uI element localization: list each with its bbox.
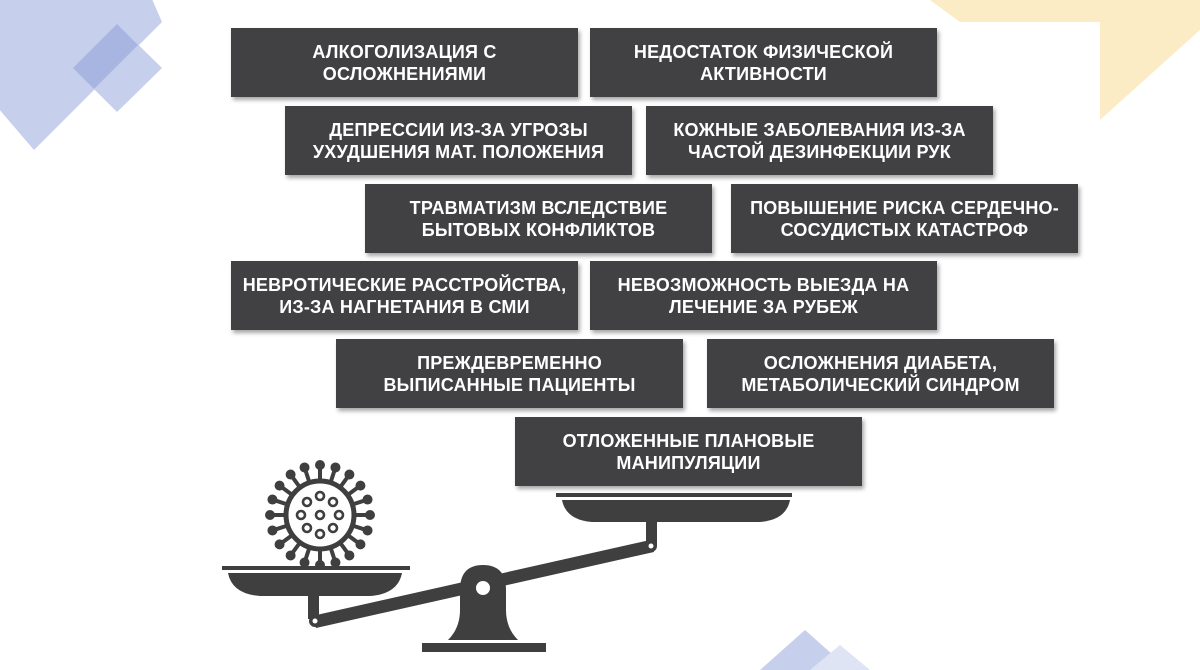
factor-text: АЛКОГОЛИЗАЦИЯ С	[312, 41, 497, 62]
virus-spike-tip	[267, 525, 278, 536]
factor-text: ИЗ-ЗА НАГНЕТАНИЯ В СМИ	[279, 296, 530, 317]
factor-text: АКТИВНОСТИ	[700, 63, 827, 84]
factor-text: УХУДШЕНИЯ МАТ. ПОЛОЖЕНИЯ	[312, 141, 605, 162]
factor-text: ВЫПИСАННЫЕ ПАЦИЕНТЫ	[383, 374, 636, 395]
virus-spike-tip	[344, 469, 355, 480]
virus-spike-tip	[330, 462, 341, 473]
factor-text: ОТЛОЖЕННЫЕ ПЛАНОВЫЕ	[562, 430, 815, 451]
factor-text: БЫТОВЫХ КОНФЛИКТОВ	[421, 219, 656, 240]
virus-spike-tip	[355, 480, 366, 491]
factor-box-7: НЕВРОТИЧЕСКИЕ РАССТРОЙСТВА,ИЗ-ЗА НАГНЕТА…	[231, 261, 578, 330]
factor-box-6: ПОВЫШЕНИЕ РИСКА СЕРДЕЧНО-СОСУДИСТЫХ КАТА…	[731, 184, 1078, 253]
virus-spike-tip	[299, 462, 310, 473]
factor-text: ОСЛОЖНЕНИЯМИ	[322, 63, 487, 84]
virus-spike-tip	[355, 539, 366, 550]
factor-text: СОСУДИСТЫХ КАТАСТРОФ	[780, 219, 1029, 240]
virus-spike-tip	[267, 494, 278, 505]
virus-spike-tip	[362, 494, 373, 505]
virus-spike-tip	[274, 480, 285, 491]
virus-icon	[265, 460, 375, 570]
factor-text: НЕДОСТАТОК ФИЗИЧЕСКОЙ	[633, 41, 894, 62]
virus-spike-tip	[315, 560, 325, 570]
virus-spike-tip	[362, 525, 373, 536]
factor-text: НЕВОЗМОЖНОСТЬ ВЫЕЗДА НА	[617, 274, 910, 295]
virus-spike-tip	[344, 550, 355, 561]
virus-spike-tip	[330, 557, 341, 568]
virus-spike-tip	[299, 557, 310, 568]
virus-spike-tip	[265, 510, 275, 520]
factor-text: ОСЛОЖНЕНИЯ ДИАБЕТА,	[763, 352, 998, 373]
factor-text: МАНИПУЛЯЦИИ	[616, 452, 761, 473]
factor-text: ДЕПРЕССИИ ИЗ-ЗА УГРОЗЫ	[329, 119, 588, 140]
virus-spike-tip	[285, 469, 296, 480]
virus-spike-tip	[315, 460, 325, 470]
factor-text: ЧАСТОЙ ДЕЗИНФЕКЦИИ РУК	[687, 141, 951, 162]
factor-text: ПРЕЖДЕВРЕМЕННО	[417, 352, 602, 373]
factor-box-10: ОСЛОЖНЕНИЯ ДИАБЕТА,МЕТАБОЛИЧЕСКИЙ СИНДРО…	[707, 339, 1054, 408]
factor-text: НЕВРОТИЧЕСКИЕ РАССТРОЙСТВА,	[242, 274, 567, 295]
factor-text: ТРАВМАТИЗМ ВСЛЕДСТВИЕ	[409, 197, 668, 218]
factor-text: ПОВЫШЕНИЕ РИСКА СЕРДЕЧНО-	[750, 197, 1059, 218]
factor-text: КОЖНЫЕ ЗАБОЛЕВАНИЯ ИЗ-ЗА	[673, 119, 966, 140]
virus-spike-tip	[285, 550, 296, 561]
factor-text: МЕТАБОЛИЧЕСКИЙ СИНДРОМ	[741, 374, 1020, 395]
virus-spike-tip	[274, 539, 285, 550]
factor-text: ЛЕЧЕНИЕ ЗА РУБЕЖ	[669, 296, 858, 317]
virus-spike-tip	[365, 510, 375, 520]
